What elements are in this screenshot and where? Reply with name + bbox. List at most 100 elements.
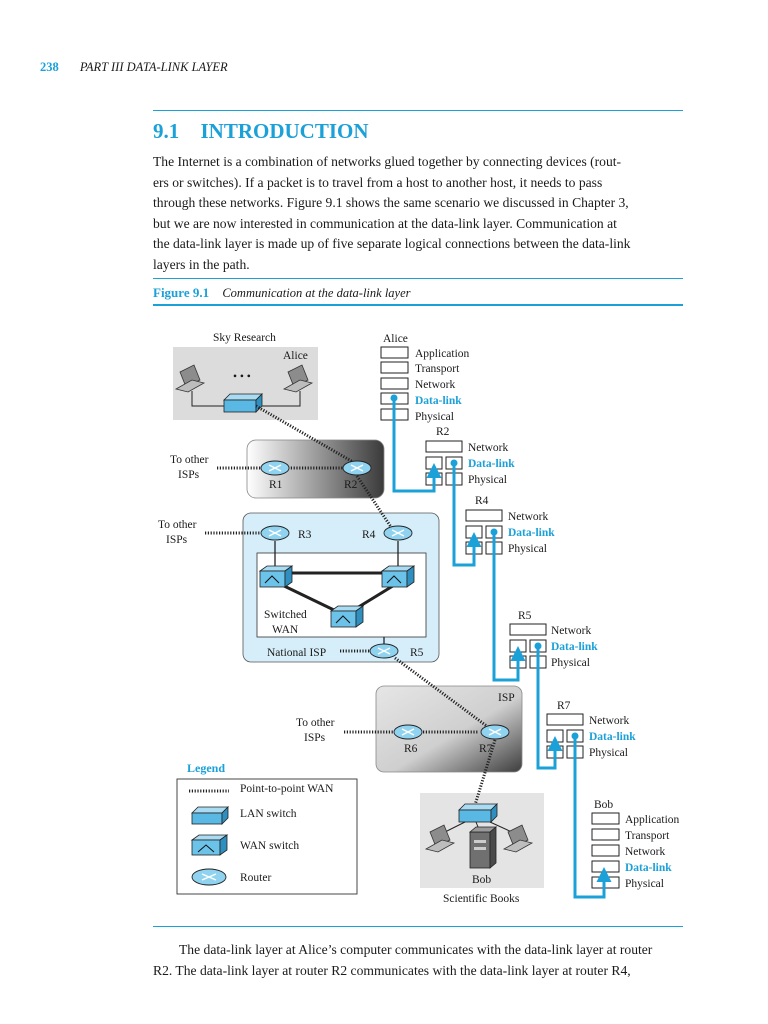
router-label-r2: R2 [344,479,358,491]
section-title: 9.1 INTRODUCTION [153,119,369,144]
stack-layer-label: Application [625,814,680,826]
isp-box [375,685,523,773]
router-label-r7: R7 [479,743,493,755]
to-other-isps-label: ISPs [166,534,188,546]
router-icon-r6 [393,724,423,740]
r4-stack: R4 Network Data-link Physical [465,495,555,555]
to-other-isps-label: To other [296,717,335,729]
body-line: The data-link layer at Alice’s computer … [179,942,653,957]
stack-layer-label-data-link: Data-link [468,458,515,470]
router-icon-r5 [369,643,399,659]
section-heading: INTRODUCTION [200,119,369,143]
stack-layer-label: Physical [625,878,664,890]
r2-stack: R2 Network Data-link Physical [425,426,515,486]
router-legend-icon [191,868,227,886]
to-other-isps-label: ISPs [178,469,200,481]
figure-caption-text: Communication at the data-link layer [222,286,411,300]
legend-title: Legend [187,761,225,775]
to-other-isps-label: To other [158,519,197,531]
router-icon-r7 [480,724,510,740]
wan-switch-legend-icon [190,834,229,856]
legend-item: Point-to-point WAN [240,783,334,795]
stack-layer-label-data-link: Data-link [589,731,636,743]
more-hosts-dots: • • • [233,371,251,383]
stack-title-alice: Alice [383,333,408,345]
laptop-icon [502,824,534,853]
stack-layer-label: Physical [551,657,590,669]
intro-line: but we are now interested in communicati… [153,215,617,231]
figure-caption: Figure 9.1 Communication at the data-lin… [153,285,411,301]
lan-switch-icon [223,393,263,413]
router-label-r5: R5 [410,647,424,659]
router-label-r4: R4 [362,529,376,541]
page-number: 238 [40,60,59,74]
stack-layer-label: Network [589,715,629,727]
wan-switch-icon [258,565,294,588]
stack-layer-label: Physical [589,747,628,759]
router-icon-r4 [383,525,413,541]
stack-title-r4: R4 [475,495,489,507]
stack-layer-label: Network [551,625,591,637]
router-label-r3: R3 [298,529,312,541]
body-line: R2. The data-link layer at router R2 com… [153,963,631,978]
link-r5-r7 [536,646,563,770]
link-r7-bob [573,736,612,899]
data-link-connections [392,398,612,899]
running-title: PART III DATA-LINK LAYER [79,60,228,74]
figure-top-rule [153,278,683,279]
intro-line: ers or switches). If a packet is to trav… [153,174,603,190]
wan-switch-icon [329,605,365,628]
switched-wan-label: Switched [264,609,307,621]
legend-item: WAN switch [240,840,299,852]
intro-line: through these networks. Figure 9.1 shows… [153,195,629,210]
lan-switch-icon [458,803,498,823]
stack-title-r2: R2 [436,426,450,438]
stack-title-r7: R7 [557,700,571,712]
section-rule [153,110,683,111]
stack-layer-label: Transport [415,363,460,375]
legend-item: Router [240,872,271,884]
alice-host-label: Alice [283,350,308,362]
switched-wan-label: WAN [272,624,299,636]
laptop-icon [282,364,314,393]
figure-bottom-rule [153,926,683,927]
lan-switch-legend-icon [191,806,229,825]
section-number: 9.1 [153,119,180,143]
stack-layer-label-data-link: Data-link [625,862,672,874]
regional-isp-box [246,439,385,499]
stack-layer-label: Network [415,379,455,391]
stack-layer-label: Physical [468,474,507,486]
laptop-icon [424,824,456,853]
legend-item: LAN switch [240,808,297,820]
router-icon-r3 [260,525,290,541]
r5-stack: R5 Network Data-link Physical [509,610,598,669]
bob-stack: Bob Application Transport Network Data-l… [591,799,680,890]
national-isp-label: National ISP [267,647,326,659]
stack-layer-label-data-link: Data-link [551,641,598,653]
isp-label: ISP [498,692,515,704]
intro-paragraph: The Internet is a combination of network… [153,152,683,275]
r7-stack: R7 Network Data-link Physical [546,700,636,759]
link-r2-r4 [452,463,482,567]
router-label-r6: R6 [404,743,418,755]
stack-layer-label: Network [468,442,508,454]
to-other-isps-label: To other [170,454,209,466]
sky-research-label: Sky Research [213,332,276,344]
intro-line: The Internet is a combination of network… [153,154,622,169]
stack-title-bob: Bob [594,799,613,811]
stack-layer-label: Physical [415,411,454,423]
stack-layer-label: Network [625,846,665,858]
stack-layer-label: Physical [508,543,547,555]
scientific-books-lan: Bob Scientific Books [424,803,534,905]
stack-layer-label-data-link: Data-link [415,395,462,407]
sky-research-lan: Sky Research Alice • • • [173,332,318,420]
stack-title-r5: R5 [518,610,532,622]
figure-caption-rule [153,304,683,306]
link-alice-r2 [392,398,442,493]
bob-host-label: Bob [472,874,491,886]
stack-layer-label: Transport [625,830,670,842]
stack-layer-label: Network [508,511,548,523]
intro-line: layers in the path. [153,256,250,272]
router-label-r1: R1 [269,479,283,491]
